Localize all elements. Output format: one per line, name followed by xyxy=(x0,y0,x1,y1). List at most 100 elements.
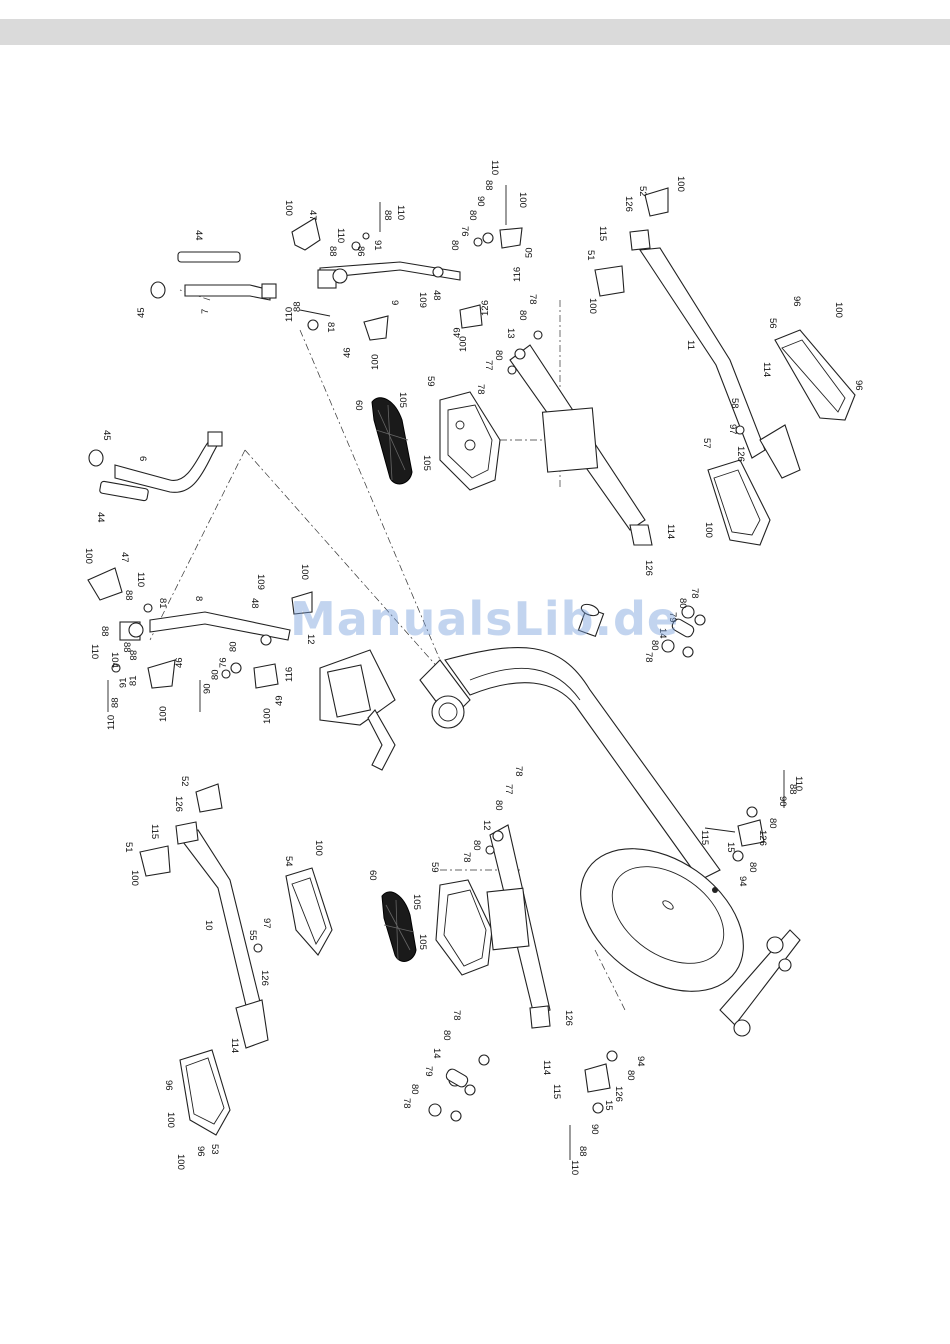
part-label: 96 xyxy=(195,1146,206,1157)
part-label: 80 xyxy=(449,240,460,251)
part-label: 44 xyxy=(95,512,106,523)
part-label: 59 xyxy=(425,376,436,387)
part-label: 100 xyxy=(833,302,844,318)
part-label: 77 xyxy=(483,360,494,371)
part-label: 60 xyxy=(367,870,378,881)
part-label: 109 xyxy=(255,574,266,590)
part-label: 78 xyxy=(513,766,524,777)
part-label: 105 xyxy=(417,934,428,950)
part-label: 100 xyxy=(283,200,294,216)
part-label: 13 xyxy=(505,328,516,339)
part-label: 45 xyxy=(101,430,112,441)
part-label: 80 xyxy=(467,210,478,221)
part-label: 12 xyxy=(481,820,492,831)
part-label: 110 xyxy=(135,572,146,587)
part-label: 80 xyxy=(228,641,239,652)
part-label: 80 xyxy=(471,840,482,851)
part-label: 109 xyxy=(417,292,428,308)
main-frame xyxy=(319,603,801,1037)
part-label: 100 xyxy=(175,1154,186,1170)
part-label: 100 xyxy=(299,564,310,580)
part-label: 78 xyxy=(451,1010,462,1021)
part-label: 51 xyxy=(585,250,596,261)
part-label: 76 xyxy=(459,226,470,237)
part-label: 110 xyxy=(793,776,804,791)
part-label: 80 xyxy=(677,598,688,609)
part-label: 96 xyxy=(853,380,864,391)
part-label: 88 xyxy=(483,180,494,191)
part-label: 126 xyxy=(173,796,184,812)
part-label: 94 xyxy=(635,1056,646,1067)
part-label: 46 xyxy=(342,347,353,358)
part-label: 49 xyxy=(274,695,285,706)
part-label: 96 xyxy=(791,296,802,307)
part-label: 55 xyxy=(247,930,258,941)
part-label: 97 xyxy=(261,918,272,929)
part-label: 52 xyxy=(179,776,190,787)
part-label: 80 xyxy=(747,862,758,873)
part-label: 114 xyxy=(541,1060,552,1075)
part-label: 10 xyxy=(203,920,214,931)
part-label: 110 xyxy=(106,715,117,730)
part-label: 6 xyxy=(137,456,148,461)
part-label: 51 xyxy=(123,842,134,853)
right-lower-arm-assembly xyxy=(594,187,856,546)
part-label: 47 xyxy=(119,552,130,563)
part-label: 80 xyxy=(441,1030,452,1041)
part-label: 100 xyxy=(517,192,528,208)
part-label: 14 xyxy=(431,1048,442,1059)
part-label: 88 xyxy=(787,784,798,795)
part-label: 48 xyxy=(431,290,442,301)
part-label: 110 xyxy=(335,228,346,243)
part-label: 80 xyxy=(493,350,504,361)
part-label: 12 xyxy=(305,634,316,645)
part-label: 45 xyxy=(136,307,147,318)
part-label: 58 xyxy=(729,398,740,409)
part-label: 88 xyxy=(382,210,393,221)
part-label: 114 xyxy=(761,362,772,377)
part-label: 47 xyxy=(307,210,318,221)
part-label: 77 xyxy=(503,784,514,795)
hardware-stacks xyxy=(428,605,785,1160)
part-label: 90 xyxy=(475,196,486,207)
part-label: 14 xyxy=(657,628,668,639)
part-label: 76 xyxy=(218,657,229,668)
part-label: 80 xyxy=(409,1084,420,1095)
part-label: 78 xyxy=(527,294,538,305)
part-label: 116 xyxy=(284,667,295,682)
part-label: 60 xyxy=(353,400,364,411)
part-label: 15 xyxy=(603,1100,614,1111)
part-label: 97 xyxy=(727,424,738,435)
right-handlebar-assembly xyxy=(150,185,523,341)
part-label: 80 xyxy=(493,800,504,811)
right-pedal-assembly xyxy=(371,330,653,546)
left-lower-arm-assembly xyxy=(139,783,333,1136)
part-label: 104 xyxy=(109,652,120,668)
part-label: 115 xyxy=(551,1084,562,1099)
part-label: 88 xyxy=(110,697,121,708)
part-label: 126 xyxy=(623,196,634,212)
part-label: 114 xyxy=(229,1038,240,1053)
part-label: 100 xyxy=(458,336,469,352)
part-label: 88 xyxy=(577,1146,588,1157)
part-label: 100 xyxy=(703,522,714,538)
part-label: 100 xyxy=(262,708,273,724)
part-label: 50 xyxy=(524,247,535,258)
watermark-text: ManualsLib.de xyxy=(290,592,680,646)
part-label: 100 xyxy=(83,548,94,564)
part-label: 110 xyxy=(89,644,100,659)
part-label: 78 xyxy=(401,1098,412,1109)
part-label: 88 xyxy=(99,626,110,637)
part-label: 115 xyxy=(699,830,710,845)
part-label: 80 xyxy=(210,669,221,680)
part-label: 100 xyxy=(370,354,381,370)
part-label: 52 xyxy=(637,186,648,197)
left-handlebar-assembly xyxy=(87,431,313,712)
part-label: 78 xyxy=(643,652,654,663)
part-label: 114 xyxy=(665,524,676,539)
part-label: 105 xyxy=(411,894,422,910)
part-label: 110 xyxy=(395,205,406,220)
part-label: 100 xyxy=(129,870,140,886)
part-label: 100 xyxy=(313,840,324,856)
